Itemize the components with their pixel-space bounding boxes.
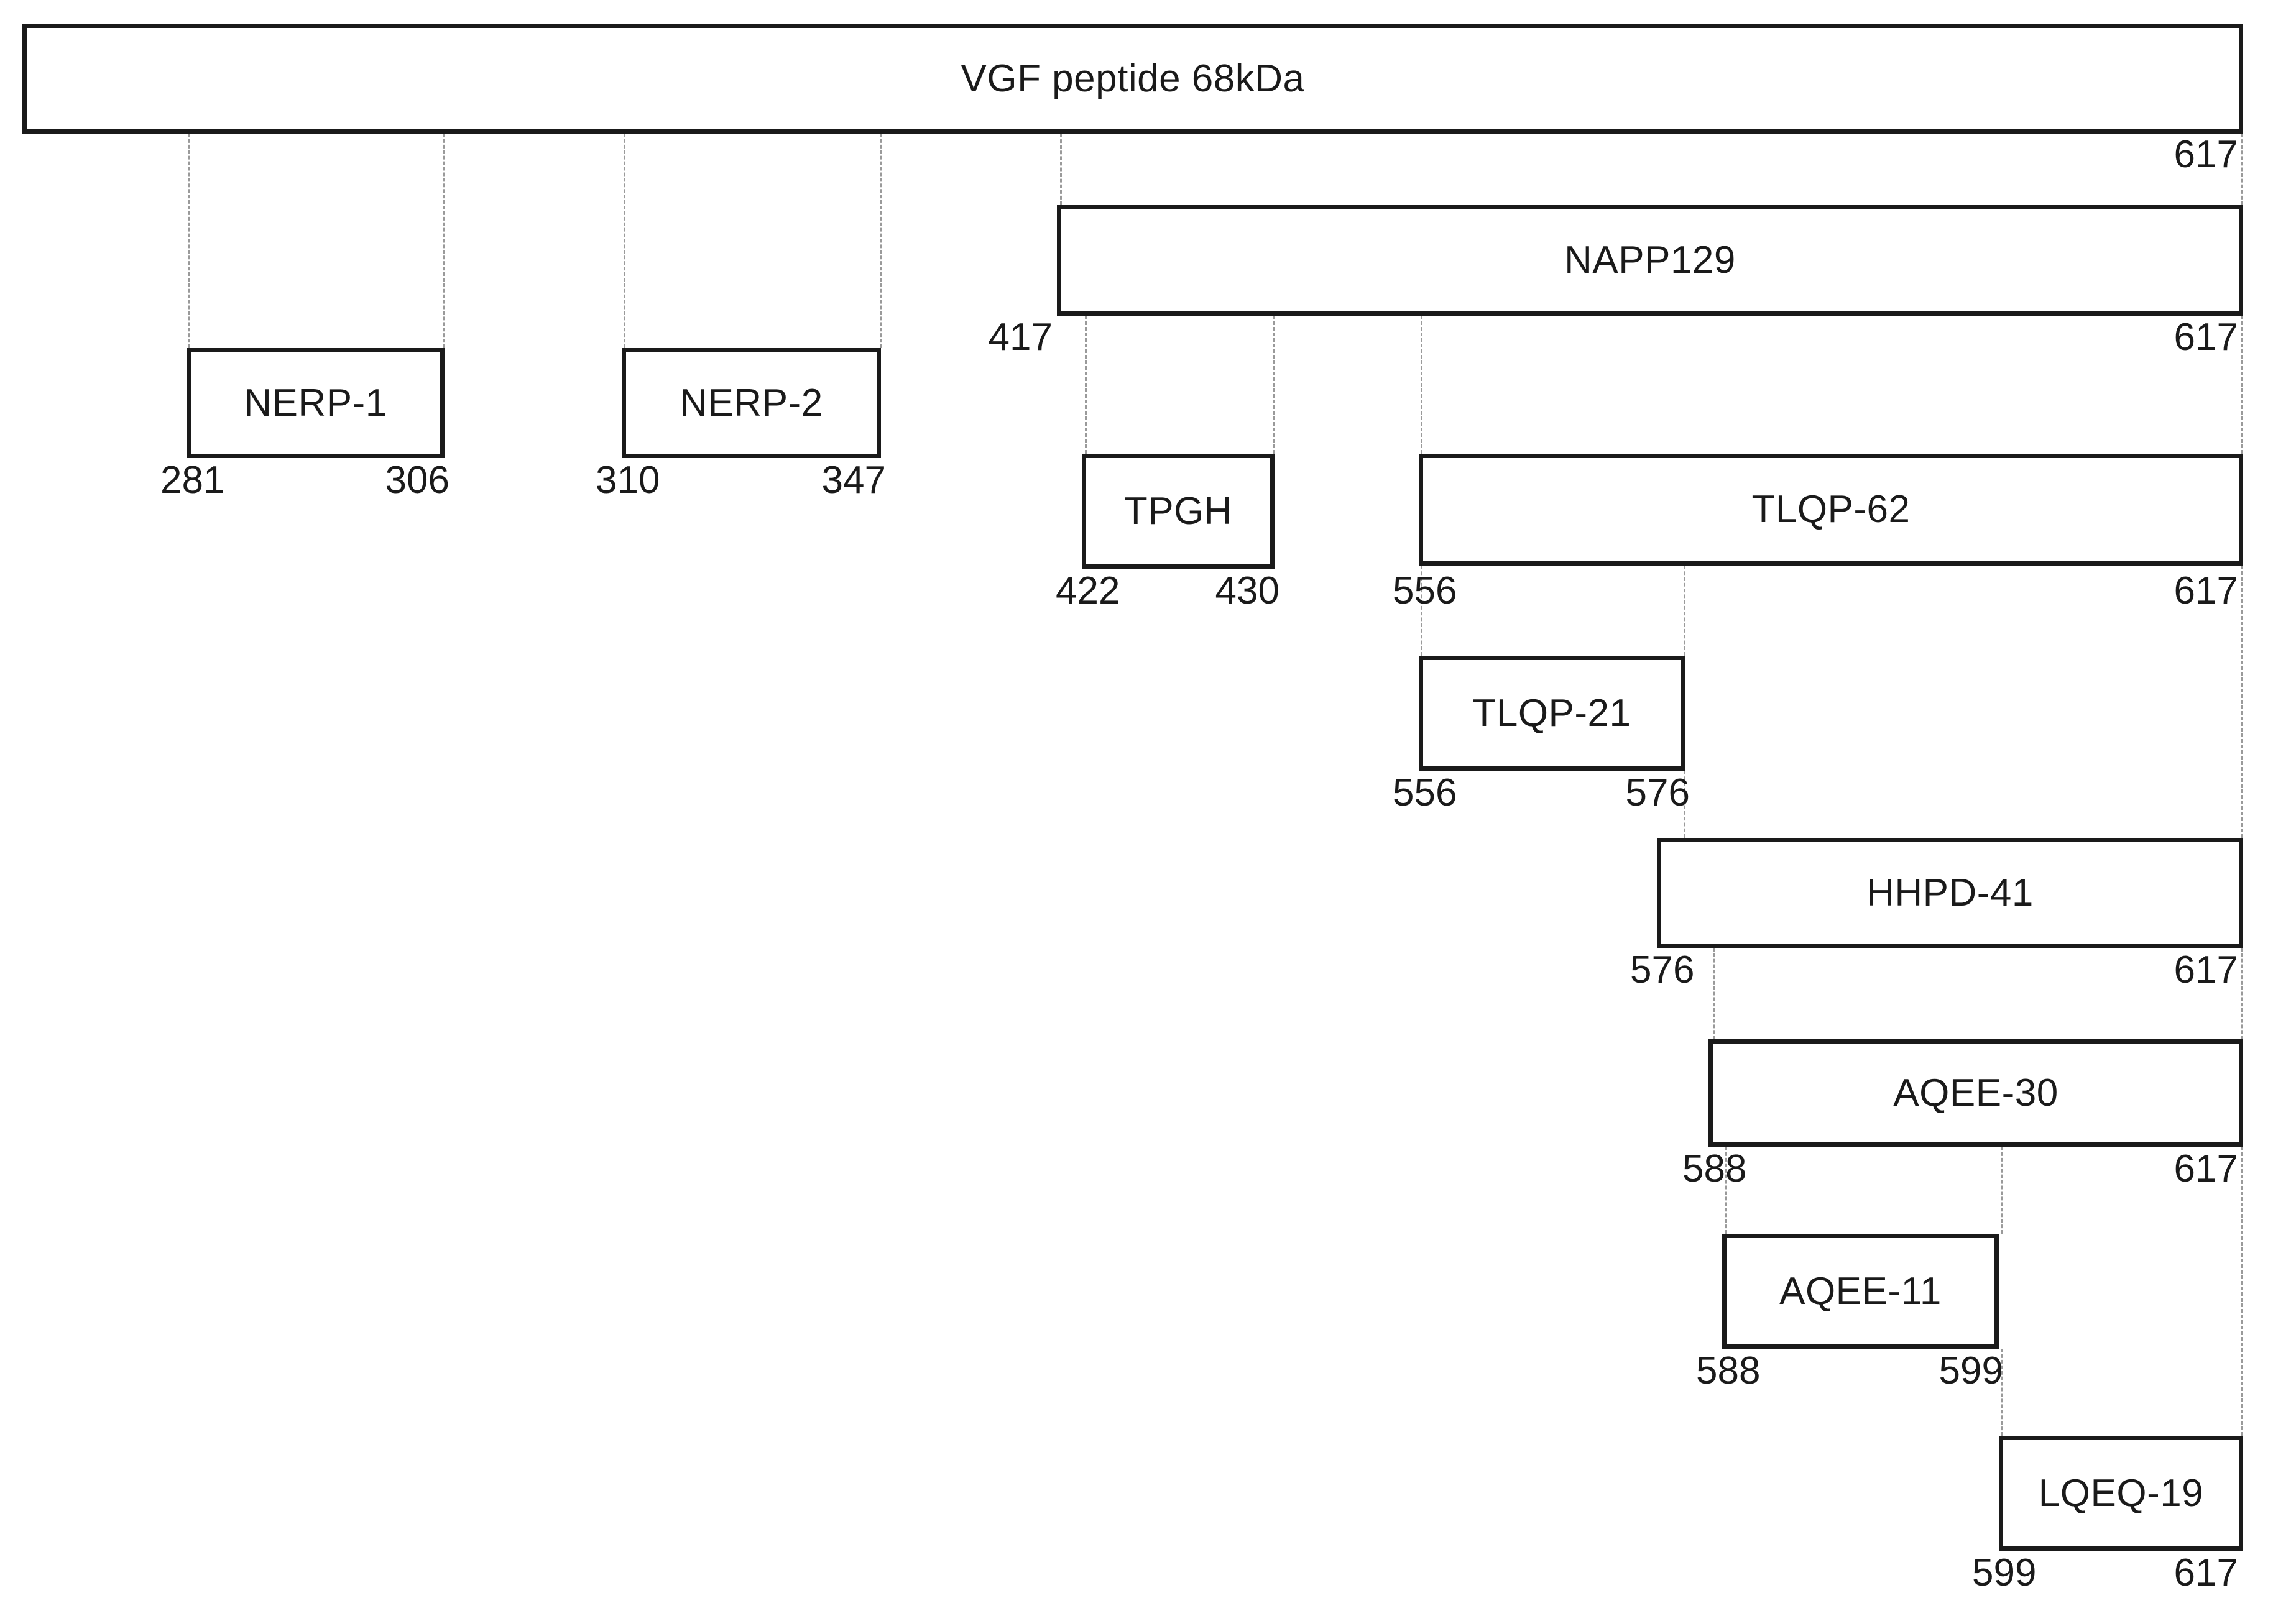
residue-position-label: 617 xyxy=(2174,316,2238,359)
guide-line xyxy=(2241,134,2243,205)
residue-position-label: 617 xyxy=(2174,1551,2238,1594)
guide-line xyxy=(624,134,625,348)
residue-position-label: 576 xyxy=(1630,948,1695,991)
guide-line xyxy=(2241,316,2243,454)
guide-line xyxy=(1060,134,1062,205)
peptide-name-label: NERP-1 xyxy=(244,381,387,425)
residue-position-label: 617 xyxy=(2174,569,2238,612)
peptide-box: VGF peptide 68kDa xyxy=(22,24,2243,134)
peptide-name-label: TPGH xyxy=(1123,489,1233,533)
guide-line xyxy=(1085,316,1087,454)
peptide-box: HHPD-41 xyxy=(1657,838,2243,948)
guide-line xyxy=(1421,316,1422,454)
peptide-box: TPGH xyxy=(1082,454,1275,569)
residue-position-label: 281 xyxy=(160,459,225,502)
guide-line xyxy=(1273,316,1275,454)
residue-position-label: 556 xyxy=(1393,569,1457,612)
peptide-box: AQEE-30 xyxy=(1708,1039,2243,1147)
guide-line xyxy=(2241,566,2243,838)
residue-position-label: 617 xyxy=(2174,133,2238,176)
peptide-name-label: HHPD-41 xyxy=(1866,871,2034,914)
peptide-name-label: TLQP-62 xyxy=(1751,488,1911,531)
peptide-name-label: NERP-2 xyxy=(680,381,823,425)
peptide-box: AQEE-11 xyxy=(1722,1234,1999,1349)
residue-position-label: 599 xyxy=(1972,1551,2037,1594)
peptide-box: TLQP-62 xyxy=(1419,454,2243,566)
guide-line xyxy=(1713,948,1715,1039)
peptide-box: TLQP-21 xyxy=(1419,656,1685,771)
peptide-name-label: AQEE-11 xyxy=(1779,1269,1942,1313)
residue-position-label: 617 xyxy=(2174,1147,2238,1190)
peptide-box: NERP-2 xyxy=(622,348,881,458)
peptide-box: NAPP129 xyxy=(1057,205,2243,316)
peptide-name-label: AQEE-30 xyxy=(1893,1071,2059,1114)
residue-position-label: 430 xyxy=(1215,569,1279,612)
guide-line xyxy=(2001,1349,2003,1436)
residue-position-label: 310 xyxy=(596,459,660,502)
residue-position-label: 588 xyxy=(1682,1147,1747,1190)
peptide-box: LQEQ-19 xyxy=(1999,1436,2243,1551)
residue-position-label: 556 xyxy=(1393,771,1457,814)
guide-line xyxy=(1725,1147,1727,1234)
guide-line xyxy=(1684,566,1685,656)
residue-position-label: 576 xyxy=(1625,771,1690,814)
guide-line xyxy=(880,134,882,348)
guide-line xyxy=(1684,771,1685,838)
guide-line xyxy=(2241,1147,2243,1436)
guide-line xyxy=(1421,566,1422,656)
peptide-name-label: VGF peptide 68kDa xyxy=(961,57,1305,100)
guide-line xyxy=(443,134,445,348)
residue-position-label: 347 xyxy=(821,459,886,502)
guide-line xyxy=(2241,948,2243,1039)
residue-position-label: 588 xyxy=(1696,1349,1761,1392)
residue-position-label: 599 xyxy=(1939,1349,2003,1392)
peptide-name-label: TLQP-21 xyxy=(1472,691,1631,735)
guide-line xyxy=(2001,1147,2003,1234)
residue-position-label: 306 xyxy=(385,459,450,502)
peptide-name-label: NAPP129 xyxy=(1564,239,1736,282)
residue-position-label: 617 xyxy=(2174,948,2238,991)
residue-position-label: 417 xyxy=(988,316,1053,359)
residue-position-label: 422 xyxy=(1056,569,1120,612)
guide-line xyxy=(188,134,190,348)
peptide-name-label: LQEQ-19 xyxy=(2038,1471,2204,1515)
peptide-box: NERP-1 xyxy=(187,348,445,458)
